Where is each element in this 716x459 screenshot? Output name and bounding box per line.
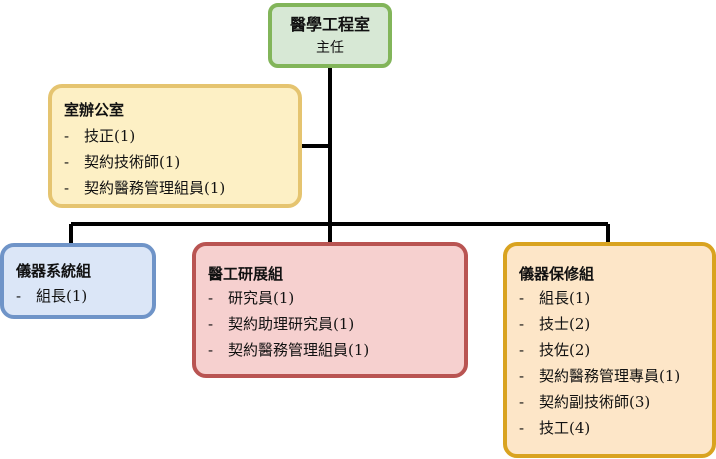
- node-systems: 儀器系統組 -組長(1): [0, 243, 156, 319]
- bullet-dash: -: [519, 315, 525, 333]
- list-item-text: 契約醫務管理組員(1): [84, 179, 226, 197]
- bullet-dash: -: [519, 419, 525, 437]
- list-item: -組長(1): [519, 285, 712, 311]
- bullet-dash: -: [16, 287, 22, 305]
- list-item-text: 契約助理研究員(1): [228, 315, 355, 333]
- node-root-subtitle: 主任: [316, 40, 344, 56]
- node-maintenance: 儀器保修組 -組長(1) -技士(2) -技佐(2) -契約醫務管理專員(1) …: [503, 242, 716, 458]
- bullet-dash: -: [64, 127, 70, 145]
- list-item-text: 技正(1): [84, 127, 136, 145]
- list-item: -契約醫務管理組員(1): [208, 337, 464, 363]
- list-item-text: 組長(1): [539, 289, 591, 307]
- node-systems-list: -組長(1): [16, 283, 152, 309]
- bullet-dash: -: [208, 341, 214, 359]
- bullet-dash: -: [519, 393, 525, 411]
- list-item-text: 契約技術師(1): [84, 153, 181, 171]
- list-item-text: 組長(1): [36, 287, 88, 305]
- node-office-title: 室辦公室: [64, 101, 125, 119]
- bullet-dash: -: [519, 289, 525, 307]
- bullet-dash: -: [64, 179, 70, 197]
- node-systems-title: 儀器系統組: [16, 262, 92, 280]
- list-item: -契約醫務管理組員(1): [64, 175, 298, 201]
- node-office: 室辦公室 -技正(1) -契約技術師(1) -契約醫務管理組員(1): [48, 84, 302, 208]
- node-root: 醫學工程室 主任: [268, 3, 392, 68]
- node-rd-title: 醫工研展組: [208, 265, 284, 283]
- list-item-text: 契約副技術師(3): [539, 393, 651, 411]
- list-item: -契約助理研究員(1): [208, 311, 464, 337]
- bullet-dash: -: [64, 153, 70, 171]
- node-maintenance-list: -組長(1) -技士(2) -技佐(2) -契約醫務管理專員(1) -契約副技術…: [519, 285, 712, 441]
- list-item: -技工(4): [519, 415, 712, 441]
- bullet-dash: -: [519, 367, 525, 385]
- list-item-text: 技佐(2): [539, 341, 591, 359]
- list-item: -研究員(1): [208, 285, 464, 311]
- list-item-text: 契約醫務管理組員(1): [228, 341, 370, 359]
- node-rd: 醫工研展組 -研究員(1) -契約助理研究員(1) -契約醫務管理組員(1): [192, 242, 468, 378]
- list-item-text: 技士(2): [539, 315, 591, 333]
- list-item: -契約副技術師(3): [519, 389, 712, 415]
- node-maintenance-title: 儀器保修組: [519, 265, 595, 283]
- bullet-dash: -: [519, 341, 525, 359]
- list-item: -契約技術師(1): [64, 149, 298, 175]
- list-item-text: 研究員(1): [228, 289, 295, 307]
- list-item: -契約醫務管理專員(1): [519, 363, 712, 389]
- list-item: -技士(2): [519, 311, 712, 337]
- node-root-title: 醫學工程室: [289, 15, 370, 34]
- node-rd-list: -研究員(1) -契約助理研究員(1) -契約醫務管理組員(1): [208, 285, 464, 363]
- bullet-dash: -: [208, 315, 214, 333]
- node-office-list: -技正(1) -契約技術師(1) -契約醫務管理組員(1): [64, 123, 298, 201]
- list-item-text: 契約醫務管理專員(1): [539, 367, 681, 385]
- bullet-dash: -: [208, 289, 214, 307]
- list-item: -技正(1): [64, 123, 298, 149]
- list-item-text: 技工(4): [539, 419, 591, 437]
- list-item: -組長(1): [16, 283, 152, 309]
- list-item: -技佐(2): [519, 337, 712, 363]
